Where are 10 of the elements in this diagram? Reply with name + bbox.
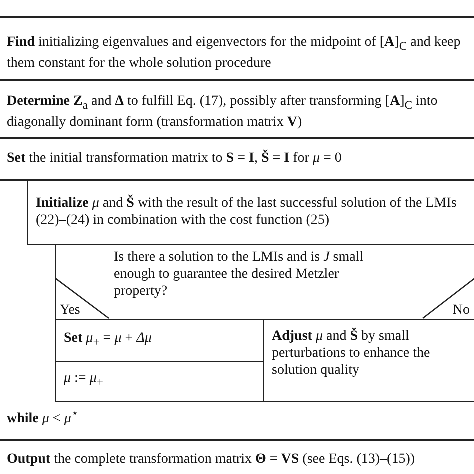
condition-text: Is there a solution to the LMIs and is J small enough to guarantee the desired Metzler property? [114,249,365,300]
process-box: Determine Z$_{a}$ and Δ to fulfill Eq. (17), possibly after transforming [A]$_{C}$ into diagonally dominant form (transformation matrix V) [0,80,474,138]
process-box: μ := μ$_{+}$ [55,361,264,402]
process-box: Find initializing eigenvalues and eigenvectors for the midpoint of [A]$_{C}$ and keep them constant for the whole solution procedure [0,17,474,80]
branch-label: Yes [60,302,80,319]
process-box: Set the initial transformation matrix to S = I, Š = I for μ = 0 [0,138,474,180]
loop-condition-text: while μ < μ$^{⋆}$ [7,406,80,428]
decision-block [55,244,474,320]
branch-label: No [452,302,470,319]
loop-block [0,180,474,440]
